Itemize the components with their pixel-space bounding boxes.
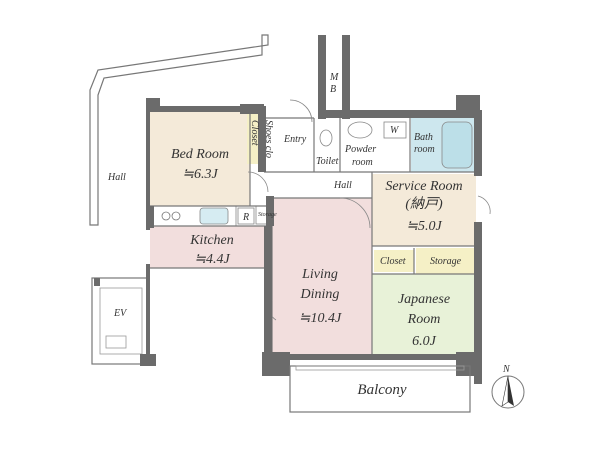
label-kitchen: Kitchen <box>189 233 234 248</box>
label-storage-small: Storage <box>258 212 277 218</box>
north-compass-icon: N <box>491 364 525 409</box>
balcony-rail <box>295 365 465 371</box>
label-hall-outside: Hall <box>107 172 126 183</box>
label-refrigerator: R <box>242 212 249 223</box>
closet2-area <box>374 250 414 272</box>
label-mb-1: M <box>329 72 339 83</box>
label-entry: Entry <box>283 134 307 145</box>
interior-lines <box>150 112 476 360</box>
label-service-room: Service Room <box>385 179 462 194</box>
bathtub <box>441 121 473 169</box>
label-mb-2: B <box>330 84 336 95</box>
label-shoes-closet: Shoes clo <box>263 120 274 158</box>
label-storage: Storage <box>430 256 462 267</box>
label-toilet: Toilet <box>316 156 339 167</box>
entry-area <box>264 118 314 172</box>
label-room: Room <box>407 312 441 327</box>
label-bedroom-size: ≒6.3J <box>182 167 218 182</box>
label-balcony: Balcony <box>357 382 406 398</box>
storage-area <box>416 248 474 274</box>
label-japanese-size: 6.0J <box>412 334 437 349</box>
label-powder-room-1: Powder <box>344 144 376 155</box>
label-living: Living <box>301 267 338 282</box>
bedroom-area <box>150 110 250 206</box>
label-powder-room-2: room <box>352 157 373 168</box>
label-bath-2: room <box>414 144 435 155</box>
label-north: N <box>502 364 511 375</box>
label-dining: Dining <box>300 287 340 302</box>
label-washer: W <box>390 125 400 136</box>
sink <box>347 121 373 139</box>
label-closet2: Closet <box>380 256 406 267</box>
service-room-area <box>372 174 476 246</box>
label-service-room-size: ≒5.0J <box>406 219 442 234</box>
label-service-room-sub: (納戸) <box>405 196 443 212</box>
kitchen-counter <box>151 205 273 227</box>
living-area <box>272 198 372 360</box>
washer-box <box>383 121 407 139</box>
label-hall-inner: Hall <box>333 180 352 191</box>
label-closet-vertical: Closet <box>249 120 260 146</box>
elevator <box>91 277 149 365</box>
outside-hall-outline <box>89 34 269 226</box>
label-japanese: Japanese <box>398 292 450 307</box>
kitchen-area <box>150 226 272 268</box>
label-living-size: ≒10.4J <box>299 311 342 326</box>
japanese-room-area <box>372 274 476 360</box>
label-bedroom: Bed Room <box>171 147 229 162</box>
label-ev: EV <box>113 308 128 319</box>
label-bath-1: Bath <box>414 132 433 143</box>
toilet-bowl <box>319 129 333 147</box>
label-kitchen-size: ≒4.4J <box>194 252 230 267</box>
walls <box>140 35 482 384</box>
